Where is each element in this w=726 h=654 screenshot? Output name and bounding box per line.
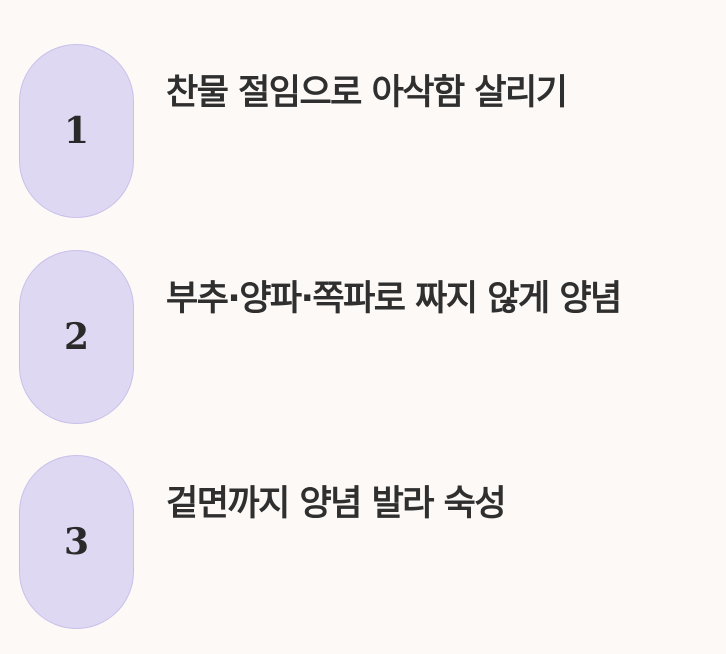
step-number: 3: [63, 521, 90, 563]
step-number-badge: 3: [19, 455, 134, 629]
step-item-2: 2 부추·양파·쪽파로 짜지 않게 양념: [19, 250, 699, 425]
step-description: 겉면까지 양념 발라 숙성: [166, 484, 507, 524]
step-description: 부추·양파·쪽파로 짜지 않게 양념: [166, 279, 622, 319]
step-item-1: 1 찬물 절임으로 아삭함 살리기: [19, 44, 699, 219]
step-number: 2: [63, 316, 90, 358]
step-number-badge: 2: [19, 250, 134, 424]
step-number: 1: [63, 110, 90, 152]
step-description: 찬물 절임으로 아삭함 살리기: [166, 73, 568, 113]
step-number-badge: 1: [19, 44, 134, 218]
step-item-3: 3 겉면까지 양념 발라 숙성: [19, 455, 699, 630]
